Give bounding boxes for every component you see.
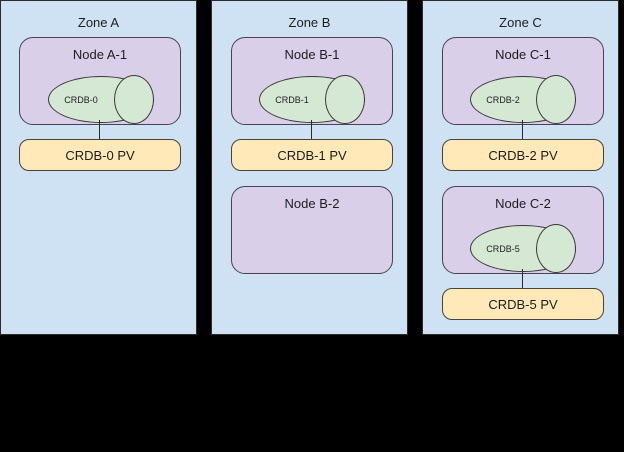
cylinder-cap-icon	[114, 75, 154, 124]
pv-box-crdb-0: CRDB-0 PV	[19, 139, 181, 171]
connector-crdb-1-to-pv	[311, 120, 312, 142]
pv-label-crdb-2: CRDB-2 PV	[488, 147, 558, 163]
node-box-b-2: Node B-2	[231, 186, 393, 274]
pv-box-crdb-2: CRDB-2 PV	[442, 139, 604, 171]
pv-label-crdb-1: CRDB-1 PV	[277, 147, 347, 163]
database-cylinder-crdb-5: CRDB-5	[470, 224, 576, 273]
database-cylinder-crdb-2: CRDB-2	[470, 75, 576, 124]
database-label-crdb-5: CRDB-5	[486, 243, 520, 254]
database-label-crdb-2: CRDB-2	[486, 94, 520, 105]
node-label-b-1: Node B-1	[284, 47, 340, 62]
node-label-c-2: Node C-2	[495, 196, 551, 211]
database-label-crdb-1: CRDB-1	[275, 94, 309, 105]
node-label-c-1: Node C-1	[495, 47, 551, 62]
node-label-b-2: Node B-2	[284, 196, 340, 211]
database-cylinder-crdb-0: CRDB-0	[48, 75, 154, 124]
zone-title-c: Zone C	[499, 15, 542, 30]
pv-box-crdb-5: CRDB-5 PV	[442, 288, 604, 320]
cylinder-cap-icon	[325, 75, 365, 124]
database-label-crdb-0: CRDB-0	[64, 94, 98, 105]
database-cylinder-crdb-1: CRDB-1	[259, 75, 365, 124]
pv-label-crdb-0: CRDB-0 PV	[65, 147, 135, 163]
node-label-a-1: Node A-1	[72, 47, 128, 62]
cylinder-cap-icon	[536, 224, 576, 273]
connector-crdb-5-to-pv	[522, 269, 523, 291]
pv-label-crdb-5: CRDB-5 PV	[488, 296, 558, 312]
connector-crdb-0-to-pv	[99, 120, 100, 142]
pv-box-crdb-1: CRDB-1 PV	[231, 139, 393, 171]
zone-title-a: Zone A	[77, 15, 120, 30]
zone-title-b: Zone B	[288, 15, 331, 30]
connector-crdb-2-to-pv	[522, 120, 523, 142]
cylinder-cap-icon	[536, 75, 576, 124]
